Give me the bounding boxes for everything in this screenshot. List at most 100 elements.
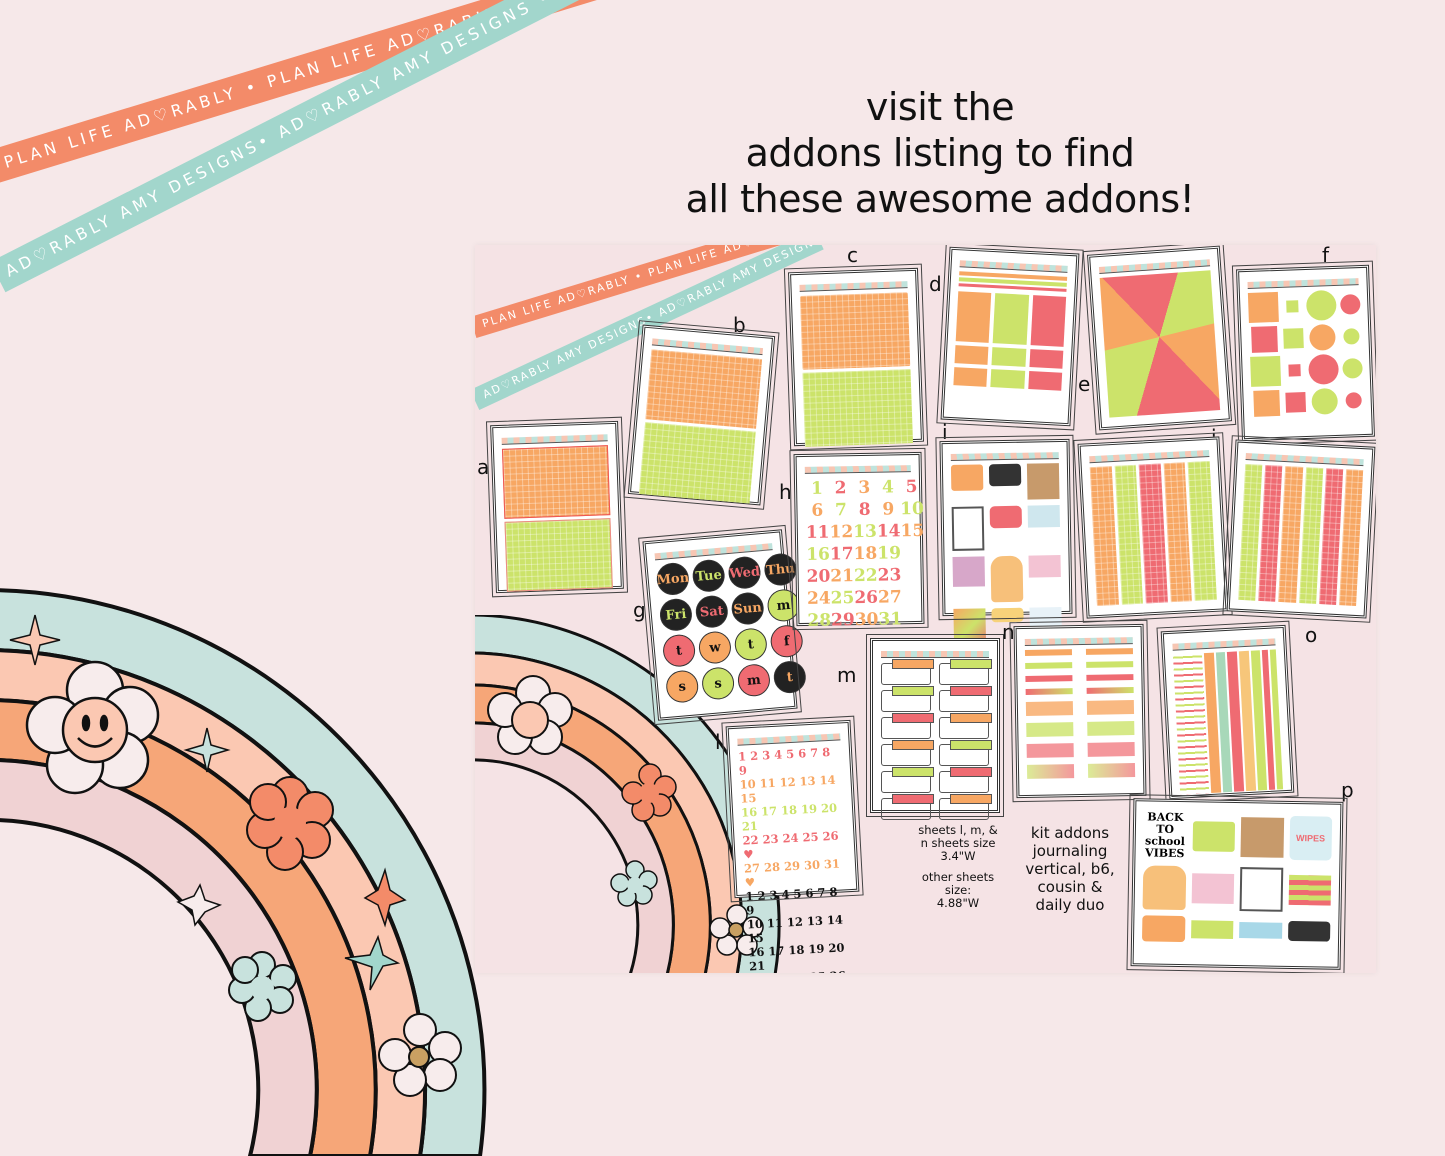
date-number: 31 [878,609,903,630]
note-line: sheets l, m, & [918,823,998,837]
day-circle: s [664,669,700,704]
date-number: 1 [810,478,824,499]
day-circle: Tue [691,558,727,594]
date-number: 16 [806,544,831,565]
date-number: 9 [882,499,895,520]
day-circle: w [697,630,733,665]
sheet-f-dots[interactable] [1231,260,1376,446]
sheet-label-p: p [1341,778,1354,802]
sheet-label-e: e [1078,372,1091,396]
note-line: kit addons [1030,824,1110,842]
date-number: 15 [900,520,925,542]
addons-preview-panel: PLAN LIFE AD♡RABLY • PLAN LIFE AD♡RABLY … [475,245,1376,973]
wipes-canister: WIPES [1288,815,1333,861]
panel-rainbow-illustration [475,615,781,973]
sheet-d-brush-swatches[interactable] [936,245,1084,431]
headline-line-3: all these awesome addons! [685,177,1195,221]
sparkle-icon [9,614,61,666]
sparkle-icon [183,727,231,773]
date-number: 27 [877,587,902,608]
date-number: 17 [829,544,854,565]
date-number: 28 [807,610,832,631]
day-circle: Sun [730,591,766,626]
day-circle: m [736,662,772,698]
note-line: size: [944,883,972,897]
smiley-flower-icon [25,660,160,795]
sheet-o-washi-strips[interactable] [1156,620,1299,804]
day-circle: Wed [727,555,762,590]
day-circle: f [769,623,805,659]
note-line: 4.88"W [936,896,980,910]
rainbow-illustration [0,588,487,1156]
date-number: 3 [858,477,871,499]
sheet-a-square-grid[interactable] [485,416,629,598]
day-circle: t [661,633,697,668]
sheet-label-m: m [837,663,857,687]
day-circle: t [772,659,808,695]
date-number: 2 [834,478,847,499]
date-number: 8 [858,499,871,520]
date-number: 26 [854,587,879,609]
sheet-n-highlighters[interactable] [1009,619,1151,803]
sheet-c-circle-grid[interactable] [783,263,929,451]
date-number: 20 [806,566,831,587]
date-number: 25 [830,588,855,609]
date-number: 4 [881,477,895,498]
sheet-label-l: l [715,730,721,754]
date-number: 19 [877,543,902,564]
date-number: 24 [806,588,831,609]
day-circle: Sat [694,594,730,629]
sheet-size-note: sheets l, m, & n sheets size 3.4"W other… [903,824,1013,910]
date-number: 22 [853,565,878,587]
sheet-k-stripes[interactable] [1222,435,1376,623]
sheet-label-c: c [847,245,858,267]
note-line: vertical, b6, [1025,860,1115,878]
note-line: n sheets size [920,836,996,850]
kit-addons-note: kit addons journaling vertical, b6, cous… [1020,824,1120,914]
date-number: 11 [805,522,830,543]
day-circle: t [733,627,769,662]
sheet-label-h: h [779,480,792,504]
coral-flower-icon [246,776,334,871]
note-line: 3.4"W [940,849,976,863]
sheet-label-g: g [633,598,646,622]
date-number: 5 [905,476,918,498]
headline-line-2: addons listing to find [745,131,1135,175]
headline: visit the addons listing to find all the… [640,84,1240,222]
sheet-b-heart-grid[interactable] [623,320,780,510]
sheet-l-small-dates[interactable]: 1 2 3 4 5 6 7 8 9 10 11 12 13 14 15 16 1… [721,715,864,973]
note-line: cousin & [1037,878,1103,896]
back-to-school-title: BACK TO school VIBES [1145,810,1185,861]
sparkle-icon [363,867,407,928]
sheet-i-school-deco[interactable] [935,434,1077,649]
date-number: 21 [830,566,855,587]
day-circle: Mon [655,561,691,597]
daisy-flower-icon [378,1013,462,1097]
date-number: 10 [900,498,925,520]
sheet-label-i: i [942,420,948,444]
date-number: 29 [830,610,855,631]
date-number: 18 [853,543,878,565]
sheet-label-f: f [1322,245,1330,267]
sheet-label-d: d [929,272,942,296]
date-number: 14 [876,521,901,542]
sheet-p-back-to-school[interactable]: BACK TO school VIBES WIPES [1126,794,1348,973]
sheet-label-b: b [733,313,746,337]
date-number: 12 [829,522,854,543]
star-icon [344,934,401,991]
sheet-e-torn-shapes[interactable] [1082,245,1237,435]
date-number: 6 [811,500,824,521]
sheet-m-today-labels[interactable] [866,634,1004,820]
sheet-j-stripes[interactable] [1073,432,1233,623]
date-number: 13 [853,521,878,543]
sheet-h-date-numbers[interactable]: 1 2 3 4 5 6 7 8 9 10 11 12 13 14 15 16 1… [789,447,929,631]
date-number: 30 [854,609,879,631]
teal-flower-icon [228,951,297,1022]
sheet-label-a: a [477,455,490,479]
date-number: 23 [877,565,902,586]
note-line: other sheets [921,870,995,884]
date-number: 7 [834,500,848,521]
sheet-g-day-circles[interactable]: Mon Tue Wed Thu Fri Sat Sun m t w t f s … [637,524,808,726]
headline-line-1: visit the [865,85,1015,129]
day-circle: Thu [763,552,798,587]
